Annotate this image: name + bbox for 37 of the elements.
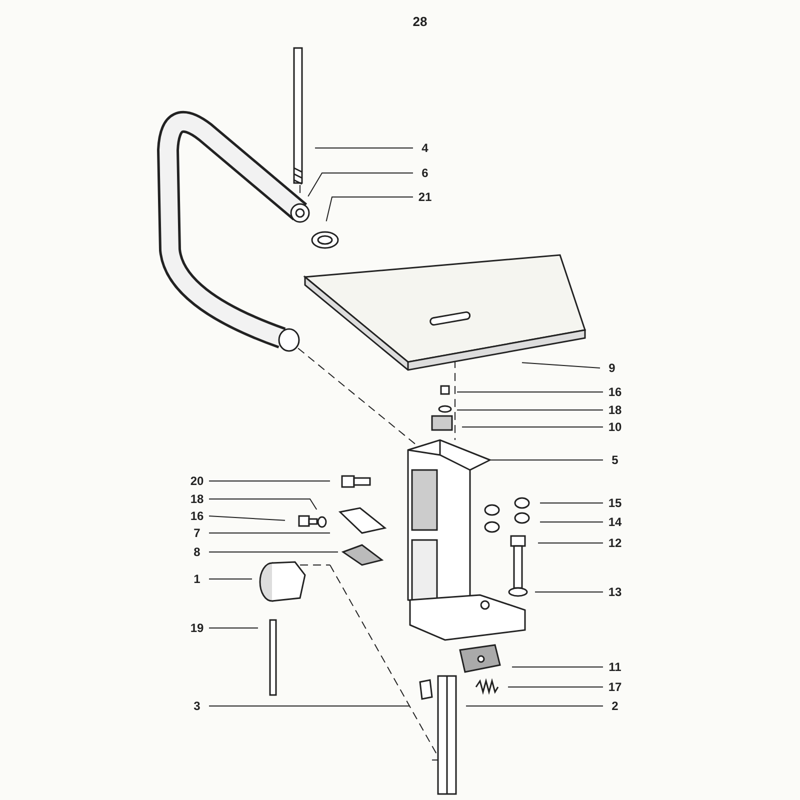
callout-number: 15 bbox=[604, 495, 626, 511]
callout-number: 9 bbox=[601, 360, 623, 376]
callout-number: 12 bbox=[604, 535, 626, 551]
callout-number: 8 bbox=[186, 544, 208, 560]
callout-number: 4 bbox=[414, 140, 436, 156]
callout-number: 13 bbox=[604, 584, 626, 600]
leader-line bbox=[208, 498, 318, 510]
callout-number: 2 bbox=[604, 698, 626, 714]
callout-number: 18 bbox=[186, 491, 208, 507]
leader-line bbox=[208, 532, 330, 534]
leader-line bbox=[521, 362, 600, 368]
callout-number: 16 bbox=[186, 508, 208, 524]
page-number: 28 bbox=[412, 13, 428, 31]
callout-number: 21 bbox=[414, 189, 436, 205]
callout-number: 14 bbox=[604, 514, 626, 530]
callout-number: 10 bbox=[604, 419, 626, 435]
leader-line bbox=[326, 196, 414, 222]
leader-line bbox=[512, 666, 604, 668]
callout-number: 17 bbox=[604, 679, 626, 695]
leader-line bbox=[208, 480, 330, 482]
leader-line bbox=[208, 578, 252, 580]
callout-number: 7 bbox=[186, 525, 208, 541]
callout-number: 6 bbox=[414, 165, 436, 181]
leader-line bbox=[308, 172, 414, 197]
callout-number: 16 bbox=[604, 384, 626, 400]
leader-line bbox=[540, 502, 604, 504]
callout-number: 1 bbox=[186, 571, 208, 587]
callout-number: 11 bbox=[604, 659, 626, 675]
leader-line bbox=[208, 516, 286, 521]
callout-number: 5 bbox=[604, 452, 626, 468]
callout-number: 18 bbox=[604, 402, 626, 418]
callout-number: 3 bbox=[186, 698, 208, 714]
callout-number: 20 bbox=[186, 473, 208, 489]
leader-line bbox=[538, 542, 604, 544]
leader-line bbox=[508, 686, 604, 688]
callout-number: 19 bbox=[186, 620, 208, 636]
leader-line bbox=[462, 426, 604, 428]
